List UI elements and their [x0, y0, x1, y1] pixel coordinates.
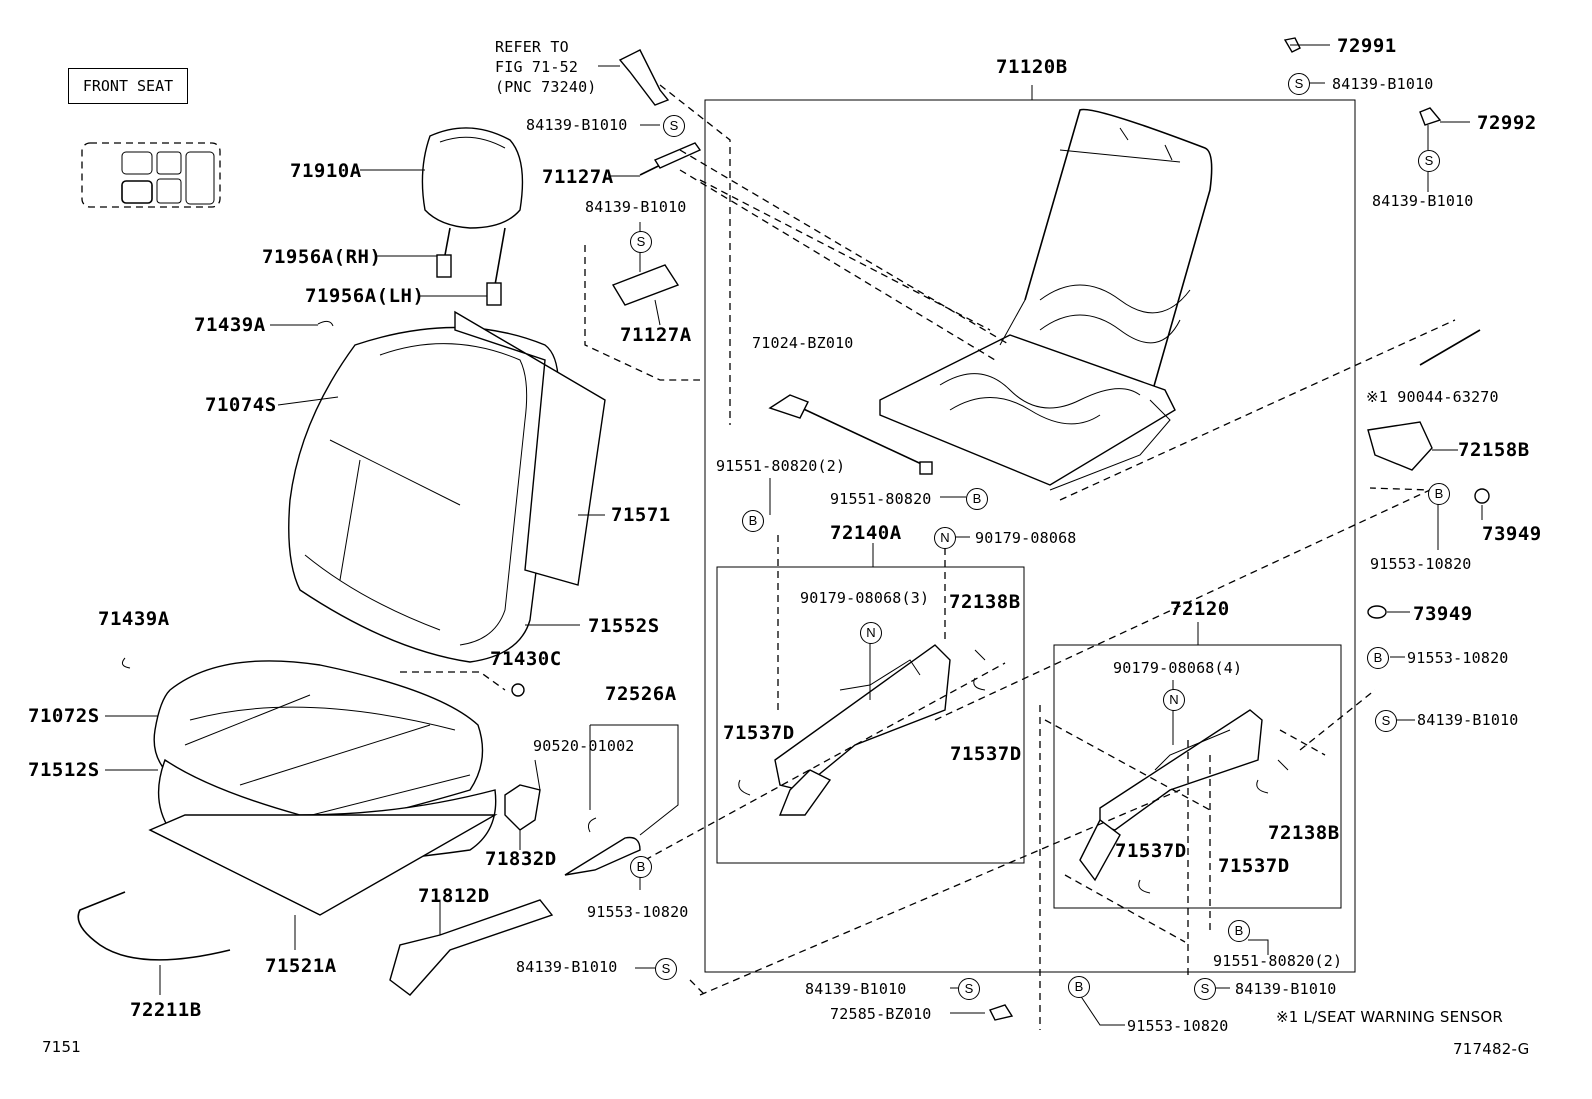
part-label: 84139-B1010 [585, 198, 687, 216]
part-label: 91553-10820 [587, 903, 689, 921]
footnote: ※1 L/SEAT WARNING SENSOR [1276, 1008, 1504, 1026]
part-label: 72991 [1337, 35, 1397, 57]
part-label: 71439A [194, 314, 266, 336]
part-label: 90179-08068(3) [800, 589, 930, 607]
part-label: 72138B [949, 591, 1021, 613]
part-label: 71956A(LH) [305, 285, 425, 307]
part-label: 90520-01002 [533, 737, 635, 755]
part-label: 71120B [996, 56, 1068, 78]
refer-note-line-3: (PNC 73240) [495, 78, 597, 96]
seatback-drawing [288, 310, 606, 663]
part-label: 72158B [1458, 439, 1530, 461]
part-label: 71537D [723, 722, 795, 744]
headrest-drawing [421, 127, 524, 306]
b-badge: B [966, 488, 988, 510]
part-label: 71439A [98, 608, 170, 630]
dashed-connectors [400, 84, 1456, 1030]
rail-right-drawing [1079, 709, 1289, 894]
s-badge: S [958, 978, 980, 1000]
part-label: 73949 [1482, 523, 1542, 545]
rail-group-left-box [716, 566, 1025, 864]
part-label: 71552S [588, 615, 660, 637]
s-badge: S [1288, 73, 1310, 95]
n-badge: N [934, 527, 956, 549]
b-badge: B [1228, 920, 1250, 942]
s-badge: S [655, 958, 677, 980]
part-label: 84139-B1010 [1417, 711, 1519, 729]
part-label: 71537D [950, 743, 1022, 765]
part-label: 71521A [265, 955, 337, 977]
part-label: ※1 90044-63270 [1366, 388, 1499, 406]
b-badge: B [630, 856, 652, 878]
part-label: 91551-80820 [830, 490, 932, 508]
part-label: 71072S [28, 705, 100, 727]
part-label: 72211B [130, 999, 202, 1021]
wire-72211B-drawing [77, 891, 231, 961]
part-label: 71127A [620, 324, 692, 346]
part-label: 71537D [1115, 840, 1187, 862]
rail-left-drawing [738, 644, 986, 816]
b-badge: B [742, 510, 764, 532]
seat-position-icon [81, 142, 221, 208]
part-label: 73949 [1413, 603, 1473, 625]
part-label: 71074S [205, 394, 277, 416]
part-label: 84139-B1010 [516, 958, 618, 976]
part-label: 72526A [605, 683, 677, 705]
tube-71024-drawing [768, 394, 933, 475]
part-label: 72140A [830, 522, 902, 544]
part-label: 71571 [611, 504, 671, 526]
part-label: 71024-BZ010 [752, 334, 854, 352]
cushion-drawing [121, 320, 525, 916]
s-badge: S [630, 231, 652, 253]
part-label: 71812D [418, 885, 490, 907]
part-label: 71127A [542, 166, 614, 188]
figure-number: 7151 [42, 1038, 81, 1056]
part-label: 72992 [1477, 112, 1537, 134]
part-label: 71512S [28, 759, 100, 781]
part-label: 71832D [485, 848, 557, 870]
s-badge: S [663, 115, 685, 137]
b-badge: B [1068, 976, 1090, 998]
part-label: 90179-08068(4) [1113, 659, 1243, 677]
part-label: 72120 [1170, 598, 1230, 620]
upper-trims-drawing [611, 49, 702, 306]
refer-note-line-1: REFER TO [495, 38, 569, 56]
s-badge: S [1194, 978, 1216, 1000]
part-label: 91551-80820(2) [716, 457, 846, 475]
part-label: 71537D [1218, 855, 1290, 877]
s-badge: S [1375, 710, 1397, 732]
right-parts-drawing [989, 37, 1490, 1021]
refer-note-line-2: FIG 71-52 [495, 58, 579, 76]
part-label: 91553-10820 [1127, 1017, 1229, 1035]
side-trims-drawing [389, 759, 641, 996]
part-label: 91551-80820(2) [1213, 952, 1343, 970]
part-label: 71430C [490, 648, 562, 670]
frame-group-box [704, 99, 1356, 973]
part-label: 72138B [1268, 822, 1340, 844]
seat-frame-drawing [879, 108, 1213, 491]
part-label: 84139-B1010 [805, 980, 907, 998]
part-label: 84139-B1010 [526, 116, 628, 134]
b-badge: B [1367, 647, 1389, 669]
part-label: 84139-B1010 [1332, 75, 1434, 93]
part-label: 71956A(RH) [262, 246, 382, 268]
part-label: 72585-BZ010 [830, 1005, 932, 1023]
part-label: 71910A [290, 160, 362, 182]
s-badge: S [1418, 150, 1440, 172]
part-label: 91553-10820 [1370, 555, 1472, 573]
part-label: 84139-B1010 [1235, 980, 1337, 998]
part-label: 90179-08068 [975, 529, 1077, 547]
n-badge: N [860, 622, 882, 644]
part-label: 84139-B1010 [1372, 192, 1474, 210]
front-seat-label: FRONT SEAT [68, 68, 188, 104]
b-badge: B [1428, 483, 1450, 505]
drawing-code: 717482-G [1453, 1040, 1530, 1058]
part-label: 91553-10820 [1407, 649, 1509, 667]
n-badge: N [1163, 689, 1185, 711]
